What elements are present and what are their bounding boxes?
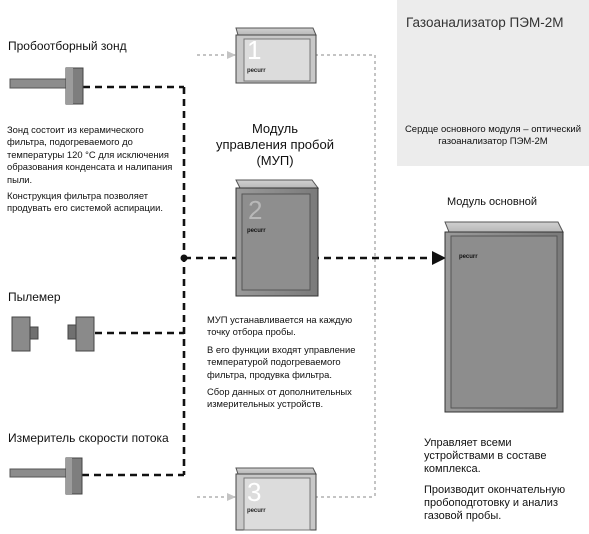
dust-meter-title: Пылемер (8, 290, 61, 304)
arrow-to-main-module (432, 251, 446, 265)
gas-analyzer-caption: Сердце основного модуля – оптический газ… (404, 124, 582, 147)
mup-description: МУП устанавливается на каждую точку отбо… (207, 314, 373, 411)
dust-meter-icon (11, 316, 95, 352)
flow-meter-icon (9, 457, 83, 495)
main-module-title: Модуль основной (447, 196, 538, 208)
mup-title: Модуль управления пробой (МУП) (200, 121, 350, 169)
mup-title-line1: Модуль (251, 121, 299, 136)
probe-icon (9, 67, 84, 105)
main-module-desc-1: Управляет всеми устройствами в составе к… (424, 437, 547, 475)
main-module-cabinet (444, 221, 564, 413)
module-2-cabinet (235, 179, 319, 297)
main-module-desc-2: Производит окончательную пробоподготовку… (424, 484, 566, 522)
mup-title-line3: (МУП) (256, 153, 294, 168)
probe-title: Пробоотборный зонд (8, 39, 127, 53)
module-3-cabinet (235, 467, 317, 531)
mup-title-line2: управления пробой (216, 137, 334, 152)
gas-analyzer-panel (397, 0, 589, 166)
module-2-number: 2 (248, 195, 263, 225)
flow-meter-title: Измеритель скорости потока (8, 431, 169, 445)
module-3-number: 3 (247, 477, 262, 507)
module-1-cabinet (235, 27, 317, 84)
gas-analyzer-title: Газоанализатор ПЭМ-2М (406, 15, 564, 30)
mup-desc-1: МУП устанавливается на каждую точку отбо… (207, 314, 353, 338)
module-1-number: 1 (247, 35, 262, 65)
dashed-connection-lines (82, 85, 438, 477)
module-2-brand: ресurr (247, 228, 266, 234)
module-3-brand: ресurr (247, 508, 266, 514)
probe-desc-1: Зонд состоит из керамического фильтра, п… (7, 124, 173, 185)
mup-desc-3: Сбор данных от дополнительных измеритель… (207, 386, 352, 410)
dotted-arrowheads (227, 51, 236, 501)
probe-desc-2: Конструкция фильтра позволяет продувать … (7, 190, 163, 214)
main-module-brand: ресurr (459, 254, 478, 260)
mup-desc-2: В его функции входят управление температ… (207, 343, 356, 380)
probe-description: Зонд состоит из керамического фильтра, п… (7, 124, 185, 215)
junction-dot (180, 254, 188, 262)
module-1-brand: ресurr (247, 68, 266, 74)
main-module-description: Управляет всеми устройствами в составе к… (424, 437, 584, 523)
